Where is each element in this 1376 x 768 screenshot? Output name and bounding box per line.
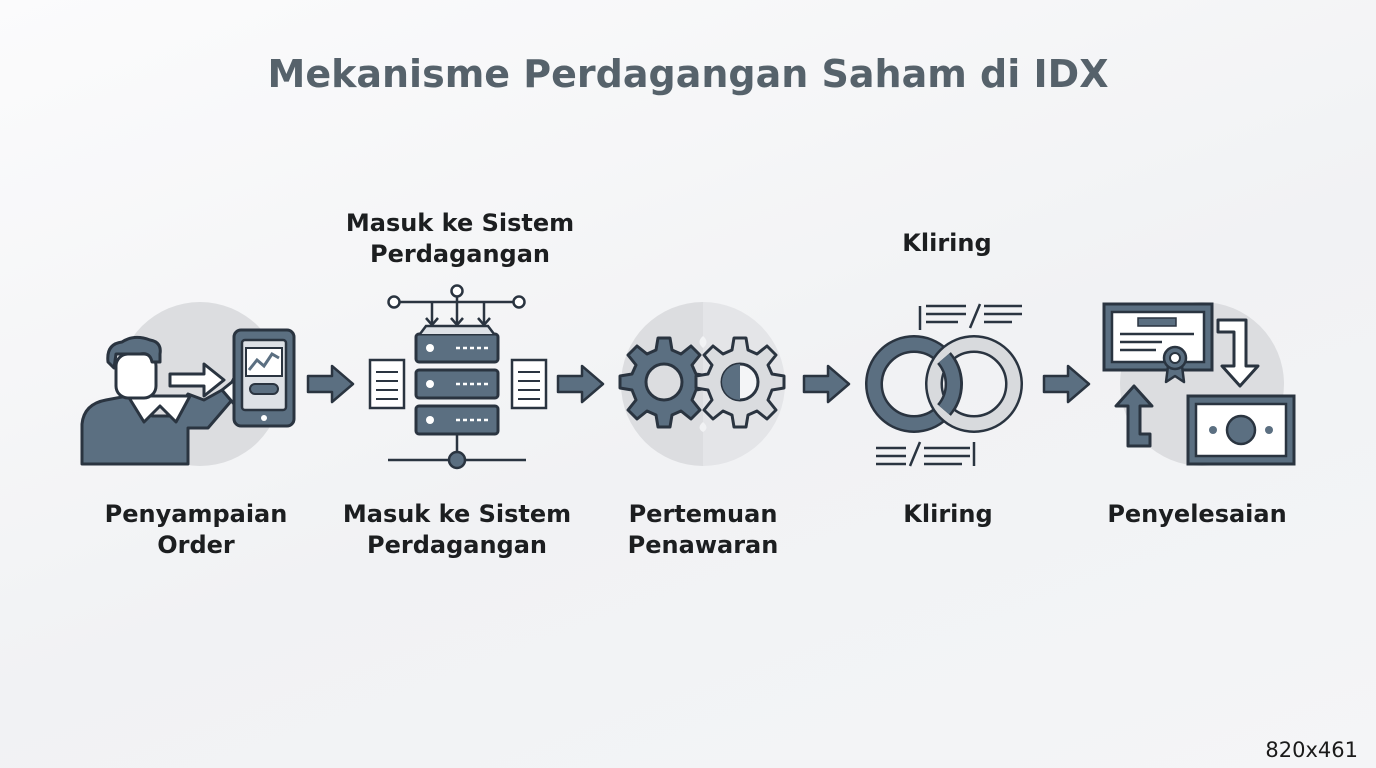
- flow-arrow-3: [802, 364, 851, 404]
- step-label-order-line1: Penyampaian: [104, 500, 288, 528]
- step-label-system: Masuk ke Sistem Perdagangan: [327, 499, 587, 561]
- system-top-label-line2: Perdagangan: [370, 240, 550, 268]
- clearing-top-label-line1: Kliring: [902, 229, 992, 257]
- step-label-settlement-line1: Penyelesaian: [1107, 500, 1287, 528]
- step-label-matching-line1: Pertemuan: [628, 500, 778, 528]
- step-label-clearing-line1: Kliring: [903, 500, 993, 528]
- size-watermark: 820x461: [1265, 738, 1358, 762]
- step-label-matching-line2: Penawaran: [627, 531, 779, 559]
- server-icon: [368, 284, 548, 470]
- step-label-matching: Pertemuan Penawaran: [573, 499, 833, 561]
- gears-icon: [618, 302, 786, 466]
- step-label-system-line2: Perdagangan: [367, 531, 547, 559]
- page-title: Mekanisme Perdagangan Saham di IDX: [267, 52, 1109, 96]
- step-label-clearing: Kliring: [818, 499, 1078, 530]
- step-label-order-line2: Order: [157, 531, 235, 559]
- step-label-order: Penyampaian Order: [66, 499, 326, 561]
- system-top-label: Masuk ke Sistem Perdagangan: [330, 208, 590, 270]
- clearing-top-label: Kliring: [847, 228, 1047, 259]
- step-label-system-line1: Masuk ke Sistem: [342, 500, 572, 528]
- certificate-money-icon: [1102, 302, 1296, 466]
- person-phone-icon: [80, 302, 296, 466]
- flow-arrow-2: [556, 364, 605, 404]
- system-top-label-line1: Masuk ke Sistem: [345, 209, 575, 237]
- step-label-settlement: Penyelesaian: [1067, 499, 1327, 530]
- rings-icon: [865, 303, 1023, 467]
- flow-arrow-4: [1042, 364, 1091, 404]
- flow-arrow-1: [306, 364, 355, 404]
